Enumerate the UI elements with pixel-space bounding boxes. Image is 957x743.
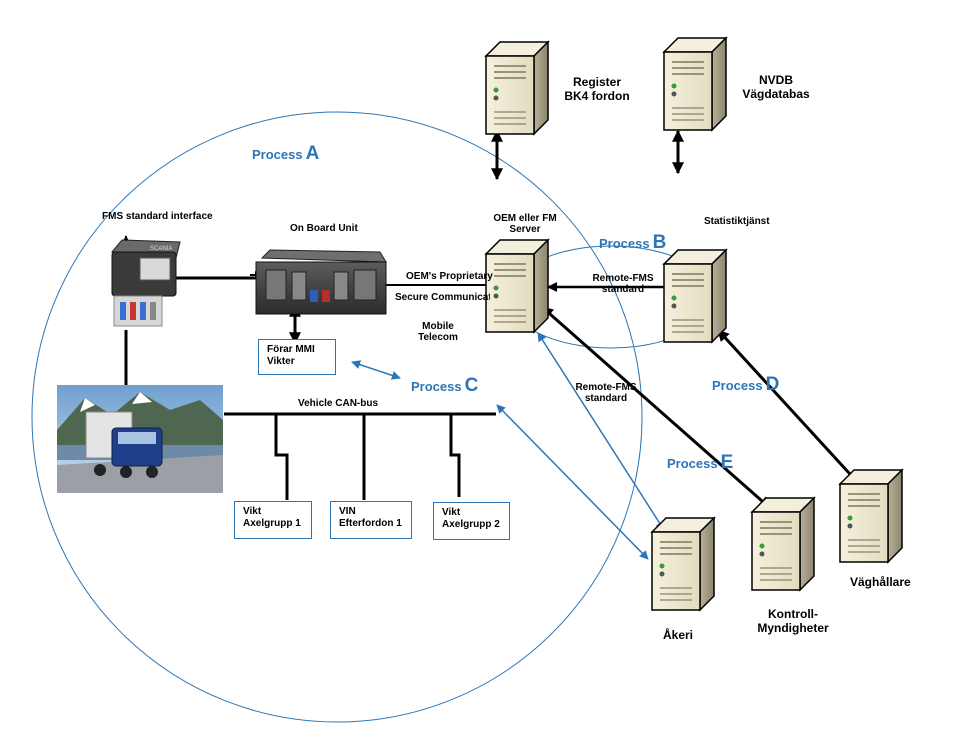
register-label: Register BK4 fordon	[558, 75, 636, 103]
vin-efterfordon-line1: VIN	[339, 506, 356, 517]
process-a-letter: A	[305, 143, 320, 164]
mmi-process-c-arrow	[351, 360, 401, 380]
akeri-server-icon	[651, 517, 715, 611]
statistik-label: Statistiktjänst	[704, 216, 770, 227]
forar-mmi-line2: Vikter	[267, 356, 295, 367]
oem-server-label: OEM eller FM Server	[490, 213, 560, 235]
nvdb-server-icon	[663, 37, 727, 131]
can-drop-1	[274, 414, 289, 500]
secure-comm-label: Secure Communication	[395, 292, 490, 303]
register-label-line1: Register	[572, 75, 622, 89]
oem-proprietary-label: OEM's Proprietary	[406, 271, 493, 282]
remote-fms-e-line1: Remote-FMS	[575, 382, 637, 393]
server-akeri-arrow	[537, 332, 665, 531]
kontroll-label-line2: Myndigheter	[757, 621, 829, 635]
vehicle-can-label: Vehicle CAN-bus	[298, 398, 379, 409]
register-label-line2: BK4 fordon	[564, 89, 630, 103]
process-b-word: Process	[599, 236, 650, 251]
statistik-server-icon	[663, 249, 727, 343]
nvdb-label-line2: Vägdatabas	[742, 87, 810, 101]
forar-mmi-box: Förar MMI Vikter	[258, 339, 336, 375]
process-c-akeri-arrow	[496, 404, 649, 560]
process-d-word: Process	[712, 378, 763, 393]
statistik-vaghallare-arrow	[716, 328, 862, 487]
kontroll-label-line1: Kontroll-	[768, 607, 818, 621]
register-server-icon	[485, 41, 549, 135]
oem-server-icon	[485, 239, 549, 333]
telecom-label: Telecom	[418, 332, 458, 343]
vikt-axelgrupp-1-line1: Vikt	[243, 506, 262, 517]
vin-efterfordon-box: VIN Efterfordon 1	[330, 501, 412, 539]
oem-server-label-line2: Server	[509, 224, 541, 235]
vikt-axelgrupp-2-line2: Axelgrupp 2	[442, 519, 500, 530]
svg-text:SCANIA: SCANIA	[150, 246, 172, 252]
nvdb-label-line1: NVDB	[758, 73, 793, 87]
can-drop-3	[449, 414, 461, 497]
process-c-letter: C	[464, 375, 479, 396]
fms-interface-module-icon: SCANIA	[111, 239, 181, 327]
on-board-unit-device-icon	[255, 249, 387, 315]
server-kontroll-arrow	[541, 305, 771, 510]
remote-fms-b-line1: Remote-FMS	[592, 273, 654, 284]
nvdb-label: NVDB Vägdatabas	[737, 73, 815, 101]
process-e-word: Process	[667, 456, 718, 471]
process-c-word: Process	[411, 379, 462, 394]
process-d-letter: D	[765, 374, 780, 395]
remote-fms-b-line2: standard	[601, 284, 645, 295]
vikt-axelgrupp-2-line1: Vikt	[442, 507, 461, 518]
vaghallare-server-icon	[839, 469, 903, 563]
mobile-telecom-label: Mobile Telecom	[412, 321, 464, 343]
truck-photo-icon	[57, 385, 223, 493]
vikt-axelgrupp-1-line2: Axelgrupp 1	[243, 518, 301, 529]
akeri-label: Åkeri	[663, 628, 694, 642]
mobile-label: Mobile	[422, 321, 454, 332]
remote-fms-e-line2: standard	[584, 393, 628, 404]
forar-mmi-line1: Förar MMI	[267, 344, 315, 355]
process-a-word: Process	[252, 147, 303, 162]
vikt-axelgrupp-1-box: Vikt Axelgrupp 1	[234, 501, 312, 539]
process-e-letter: E	[720, 452, 734, 473]
remote-fms-e-label: Remote-FMS standard	[566, 382, 646, 404]
oem-server-label-line1: OEM eller FM	[493, 213, 557, 224]
vaghallare-label: Väghållare	[850, 575, 911, 589]
vikt-axelgrupp-2-box: Vikt Axelgrupp 2	[433, 502, 510, 540]
fms-interface-label: FMS standard interface	[102, 211, 213, 222]
process-b-letter: B	[652, 232, 667, 253]
kontroll-label: Kontroll- Myndigheter	[748, 607, 838, 635]
on-board-unit-label: On Board Unit	[290, 223, 358, 234]
vin-efterfordon-line2: Efterfordon 1	[339, 518, 402, 529]
kontroll-server-icon	[751, 497, 815, 591]
remote-fms-b-label: Remote-FMS standard	[584, 273, 662, 295]
